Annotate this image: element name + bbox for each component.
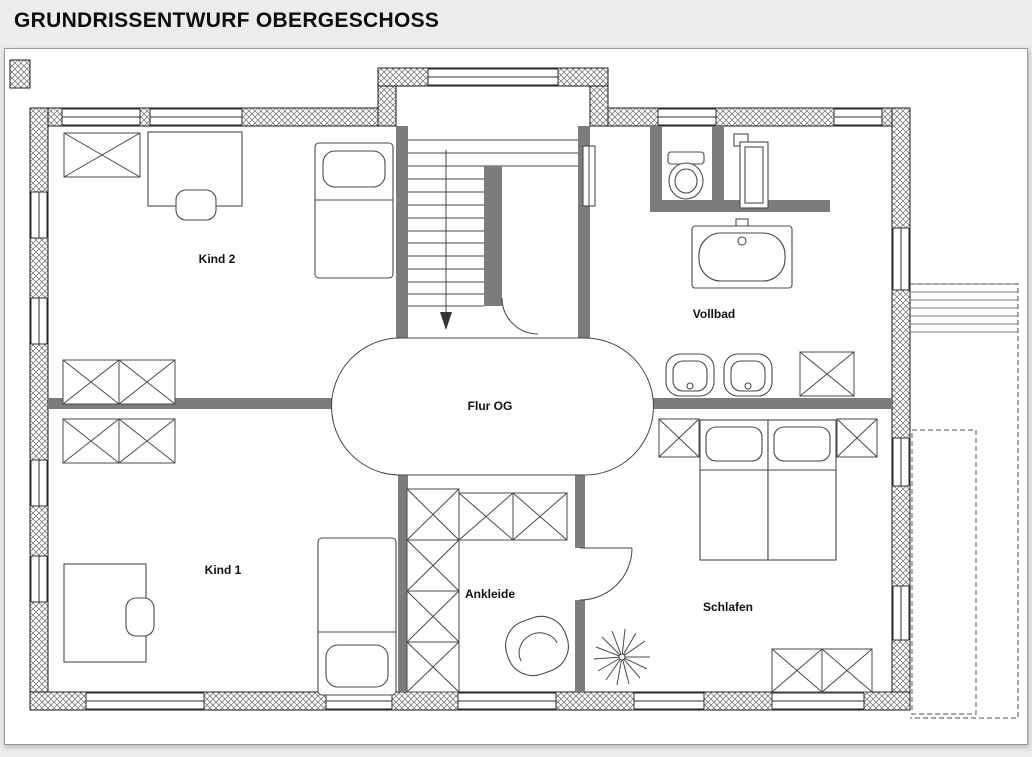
room-label-kind2: Kind 2: [199, 252, 236, 266]
room-labels: Kind 2 Vollbad Flur OG Kind 1 Ankleide S…: [199, 252, 753, 614]
furniture-kind2: [62, 131, 394, 405]
cabinet-icon: [799, 351, 855, 397]
wardrobe-icon: [63, 132, 141, 178]
chair-icon: [175, 189, 217, 221]
room-label-vollbad: Vollbad: [693, 307, 735, 321]
window: [633, 692, 705, 710]
page-title: GRUNDRISSENTWURF OBERGESCHOSS: [14, 9, 440, 32]
furniture-vollbad: [582, 133, 855, 397]
nightstand-icon: [836, 418, 878, 458]
window: [833, 108, 883, 126]
window: [892, 437, 910, 487]
window: [30, 297, 48, 345]
wardrobe-icon: [118, 418, 176, 464]
wardrobe-icon: [821, 648, 873, 693]
room-label-flur-og: Flur OG: [468, 399, 513, 413]
wardrobe-icon: [406, 590, 460, 643]
nightstand-icon: [658, 418, 700, 458]
window: [771, 692, 865, 710]
door-swings: [331, 337, 654, 601]
window: [61, 108, 141, 126]
window: [30, 191, 48, 239]
stair-direction-arrow-icon: [440, 312, 452, 330]
window: [427, 68, 559, 86]
wardrobe-icon: [406, 641, 460, 693]
plant-icon: [593, 628, 650, 686]
chair-icon: [125, 597, 155, 637]
furniture-schlafen: [658, 418, 878, 693]
window: [892, 227, 910, 291]
wardrobe-icon: [406, 539, 460, 592]
window: [457, 692, 557, 710]
wardrobe-icon: [62, 359, 120, 405]
window: [30, 459, 48, 507]
wardrobe-icon: [771, 648, 823, 693]
sink-icon: [665, 353, 715, 397]
room-label-ankleide: Ankleide: [465, 587, 515, 601]
furniture-kind1: [62, 418, 397, 696]
bed-icon: [317, 537, 397, 696]
bed-icon: [314, 142, 394, 279]
window: [30, 555, 48, 603]
radiator-icon: [582, 145, 596, 207]
bathtub-icon: [691, 218, 793, 289]
room-label-schlafen: Schlafen: [703, 600, 753, 614]
furniture-ankleide: [406, 488, 650, 693]
window: [657, 108, 717, 126]
shower-column-icon: [733, 133, 769, 209]
stair-handrail: [501, 297, 539, 335]
armchair-icon: [505, 615, 569, 677]
window: [85, 692, 205, 710]
wardrobe-icon: [62, 418, 120, 464]
terrace-outline: [910, 283, 1019, 719]
bedroom-door-swing: [579, 547, 633, 601]
double-bed-icon: [699, 419, 837, 561]
wardrobe-icon: [512, 492, 568, 541]
staircase: [408, 139, 578, 335]
toilet-icon: [667, 151, 705, 200]
wardrobe-icon: [406, 488, 460, 541]
sink-icon: [723, 353, 773, 397]
window: [892, 585, 910, 641]
windows: [30, 68, 910, 710]
wardrobe-icon: [118, 359, 176, 405]
room-label-kind1: Kind 1: [205, 563, 242, 577]
wardrobe-icon: [458, 492, 514, 541]
window: [149, 108, 243, 126]
